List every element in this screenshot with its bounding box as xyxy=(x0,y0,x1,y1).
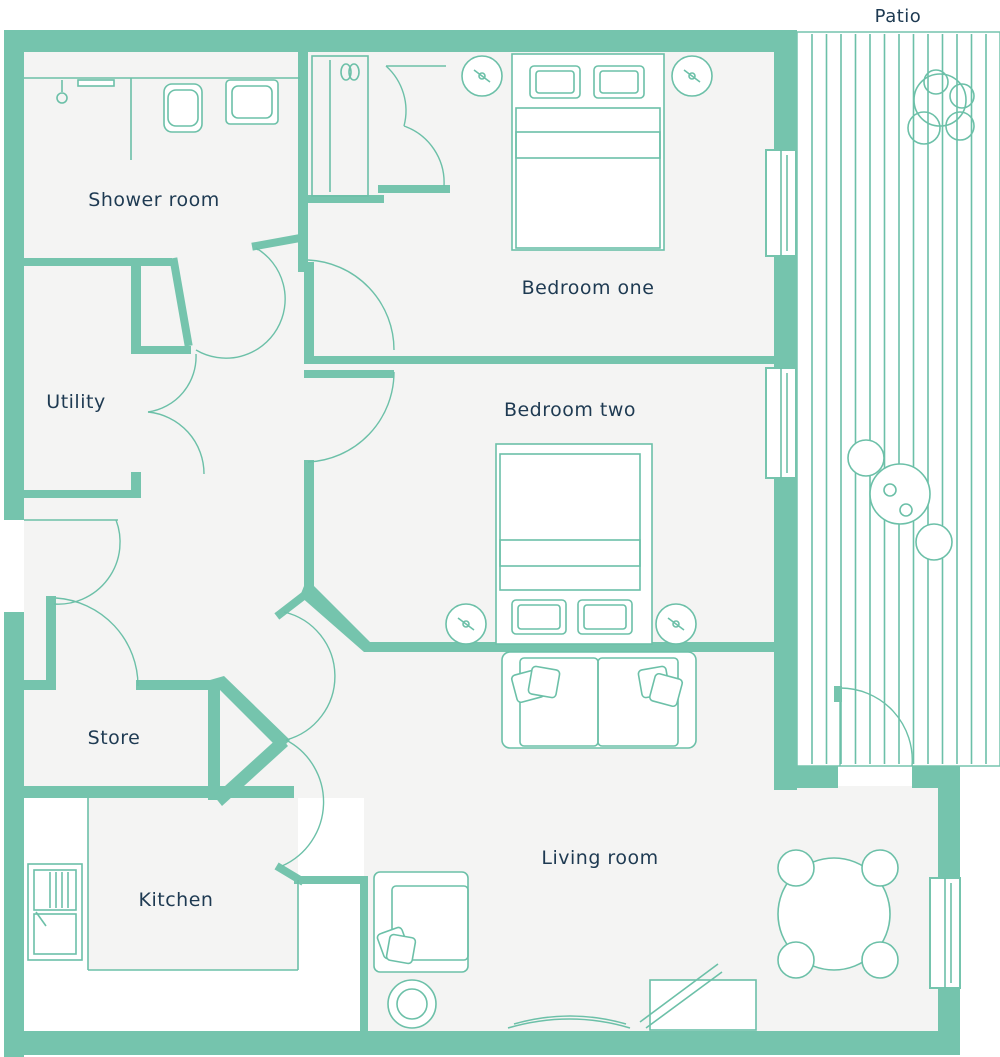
bedroom-two-label: Bedroom two xyxy=(504,399,636,421)
bedroom-one-label: Bedroom one xyxy=(522,277,655,299)
living-room-label: Living room xyxy=(541,847,658,869)
shower-room-label: Shower room xyxy=(88,189,219,211)
patio-label: Patio xyxy=(875,6,922,27)
doors xyxy=(24,247,913,867)
store-label: Store xyxy=(88,727,141,749)
room-labels: Shower room Utility Store Kitchen Bedroo… xyxy=(46,6,921,911)
kitchen-label: Kitchen xyxy=(139,889,214,911)
patio-furniture xyxy=(847,69,975,561)
patio-deck xyxy=(796,31,1000,767)
kitchen-fixtures xyxy=(24,798,299,971)
bed-bedroom-two xyxy=(445,443,697,645)
wardrobe xyxy=(311,55,446,197)
bed-bedroom-one xyxy=(461,53,713,251)
utility-label: Utility xyxy=(46,391,105,413)
living-room-furniture xyxy=(373,651,899,1031)
windows xyxy=(765,149,961,989)
shower-room-fixtures xyxy=(24,77,300,160)
